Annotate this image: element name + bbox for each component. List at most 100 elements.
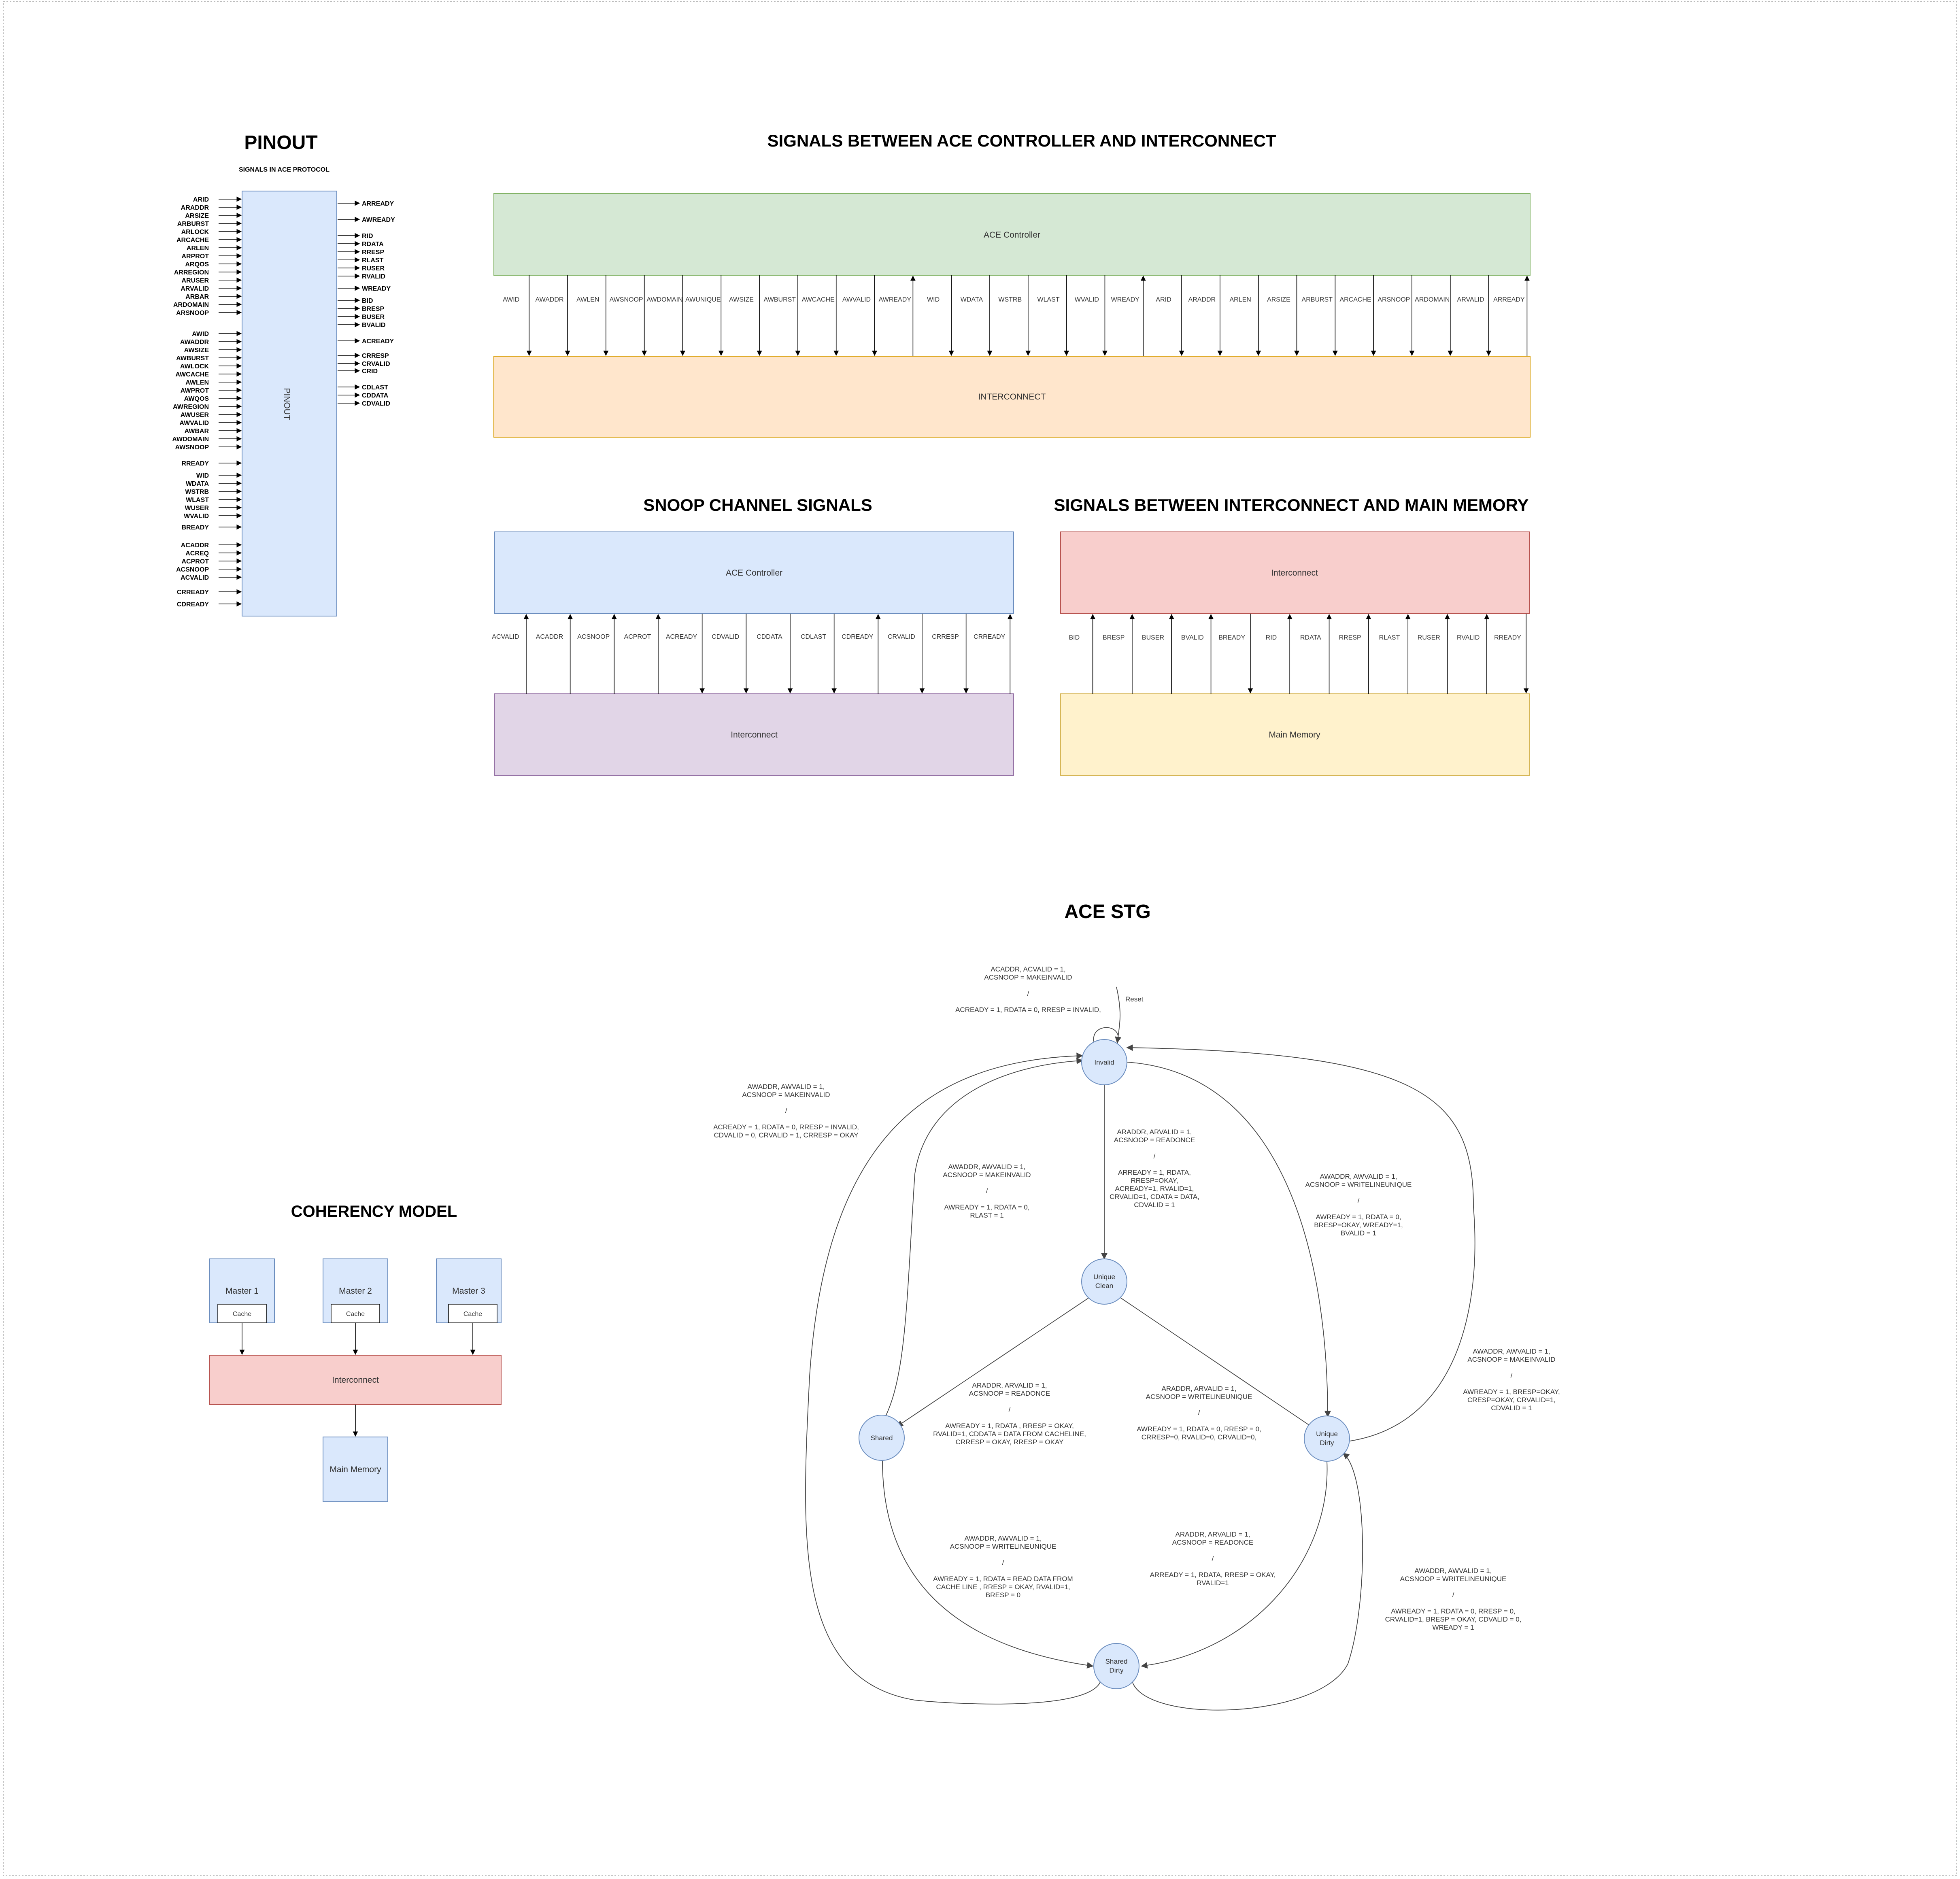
pinout-inputs: ARIDARADDRARSIZEARBURSTARLOCKARCACHEARLE… (172, 196, 242, 608)
transition-line: ACSNOOP = MAKEINVALID (943, 1171, 1031, 1179)
pin-in-awprot: AWPROT (181, 387, 209, 394)
ace_ic-signal-awlen: AWLEN (576, 296, 599, 303)
mem-interconnect-box[interactable] (1060, 531, 1530, 614)
pin-in-awvalid: AWVALID (179, 420, 209, 427)
pin-out-bresp: BRESP (362, 306, 384, 312)
transition-line: ACSNOOP = MAKEINVALID (742, 1091, 830, 1099)
transition-line: ACSNOOP = WRITELINEUNIQUE (950, 1543, 1057, 1550)
edge-unique-dirty-to-invalid (1126, 1044, 1475, 1441)
snoop-title: SNOOP CHANNEL SIGNALS (643, 495, 872, 514)
state-unique-clean[interactable] (1081, 1258, 1127, 1305)
ic_mem-signal-bid: BID (1069, 634, 1080, 641)
snoop-interconnect-box[interactable] (494, 693, 1014, 776)
pin-out-awready: AWREADY (362, 217, 395, 223)
ic_mem-signal-rresp: RRESP (1339, 634, 1361, 641)
pin-in-arqos: ARQOS (185, 261, 209, 268)
transition-line (986, 1195, 988, 1203)
transition-line: AWADDR, AWVALID = 1, (965, 1535, 1042, 1542)
ace-controller-box[interactable] (493, 193, 1531, 276)
coherency-interconnect-box[interactable] (209, 1355, 502, 1405)
coherency-title: COHERENCY MODEL (291, 1203, 457, 1220)
master-2-label: Master 2 (339, 1286, 372, 1296)
snoop-signal-crready: CRREADY (974, 633, 1006, 640)
pinout-block[interactable] (242, 191, 337, 616)
transition-line: AWREADY = 1, RDATA = 0, RRESP = 0, (1391, 1607, 1516, 1615)
edge-shared-to-shared-dirty (882, 1460, 1094, 1669)
state-shared-dirty[interactable] (1093, 1643, 1139, 1689)
transition-line (1027, 998, 1029, 1005)
transition-line: AWREADY = 1, RDATA = READ DATA FROM (933, 1575, 1073, 1583)
master-2-cache[interactable] (331, 1304, 380, 1323)
interconnect-label: INTERCONNECT (978, 392, 1046, 402)
state-invalid[interactable] (1081, 1039, 1127, 1085)
pinout-section: PINOUT SIGNALS IN ACE PROTOCOL PINOUT AR… (172, 132, 395, 616)
pin-out-rlast: RLAST (362, 257, 384, 264)
transition-line: AWREADY = 1, RDATA , RRESP = OKAY, (945, 1422, 1074, 1430)
transition-label-invalid-uc: ARADDR, ARVALID = 1,ACSNOOP = READONCE /… (1110, 1128, 1199, 1209)
ace_ic-signal-arsize: ARSIZE (1267, 296, 1290, 303)
ace_ic-signal-awdomain: AWDOMAIN (646, 296, 682, 303)
state-unique-dirty-line2: Dirty (1320, 1439, 1334, 1447)
ace_ic-signal-arid: ARID (1156, 296, 1171, 303)
transition-line: BVALID = 1 (1341, 1229, 1376, 1237)
ic-mem-title: SIGNALS BETWEEN INTERCONNECT AND MAIN ME… (1054, 495, 1529, 514)
snoop-signal-cdready: CDREADY (842, 633, 874, 640)
transition-line: AWADDR, AWVALID = 1, (948, 1163, 1026, 1171)
main-memory-label: Main Memory (1269, 730, 1320, 740)
transition-line: CRRESP = OKAY, RRESP = OKAY (956, 1438, 1064, 1446)
ace_ic-signal-arlen: ARLEN (1229, 296, 1251, 303)
pin-in-arbar: ARBAR (185, 293, 209, 300)
transition-line: ACSNOOP = WRITELINEUNIQUE (1305, 1181, 1412, 1188)
transition-line (1452, 1599, 1454, 1607)
coherency-main-memory-box[interactable] (323, 1437, 388, 1502)
pin-in-awsize: AWSIZE (184, 347, 209, 354)
transition-line: CRVALID=1, BRESP = OKAY, CDVALID = 0, (1385, 1615, 1522, 1623)
transition-line: RRESP=OKAY, (1131, 1177, 1178, 1184)
ic-memory-section: SIGNALS BETWEEN INTERCONNECT AND MAIN ME… (1054, 495, 1530, 776)
ic_mem-signal-rvalid: RVALID (1457, 634, 1480, 641)
transition-line (1002, 1567, 1004, 1575)
edge-shared-dirty-to-unique-dirty (1131, 1452, 1363, 1711)
snoop-signal-acsnoop: ACSNOOP (577, 633, 610, 640)
pinout-block-label: PINOUT (282, 388, 291, 420)
pin-out-cddata: CDDATA (362, 392, 389, 399)
transition-line: ARADDR, ARVALID = 1, (972, 1382, 1047, 1389)
transition-line: ACSNOOP = READONCE (1114, 1136, 1195, 1144)
pin-in-awburst: AWBURST (176, 355, 209, 362)
snoop-signal-acaddr: ACADDR (536, 633, 563, 640)
transition-line: ACSNOOP = MAKEINVALID (1467, 1356, 1555, 1363)
ace-controller-label: ACE Controller (984, 230, 1040, 240)
transition-line: CRRESP=0, RVALID=0, CRVALID=0, (1142, 1433, 1257, 1441)
pin-out-rdata: RDATA (362, 241, 384, 248)
transition-line: ACSNOOP = WRITELINEUNIQUE (1146, 1393, 1252, 1401)
pin-in-arlen: ARLEN (187, 245, 209, 252)
interconnect-box[interactable] (493, 356, 1531, 438)
transition-line: RVALID=1, CDDATA = DATA FROM CACHELINE, (933, 1430, 1086, 1438)
ic_mem-signal-bvalid: BVALID (1181, 634, 1204, 641)
coherency-section: COHERENCY MODEL Master 1 Cache Master 2 … (209, 1203, 502, 1502)
transition-line (1154, 1144, 1156, 1152)
transition-line (1198, 1417, 1200, 1425)
master-1-cache[interactable] (217, 1304, 267, 1323)
state-unique-dirty[interactable] (1304, 1416, 1350, 1462)
ace_ic-signal-awid: AWID (503, 296, 519, 303)
transition-line: ARADDR, ARVALID = 1, (1175, 1530, 1250, 1538)
transition-line (1027, 982, 1029, 989)
snoop-section: SNOOP CHANNEL SIGNALS ACE Controller Int… (492, 495, 1014, 776)
reset-arrow (1115, 986, 1122, 1044)
main-memory-box[interactable] (1060, 693, 1530, 776)
snoop-ace-controller-box[interactable] (494, 531, 1014, 614)
snoop-signal-crresp: CRRESP (932, 633, 959, 640)
pin-in-awaddr: AWADDR (180, 339, 209, 346)
pin-in-wuser: WUSER (185, 505, 209, 512)
pin-in-awqos: AWQOS (184, 395, 209, 402)
transition-line: AWREADY = 1, RDATA = 0, RRESP = 0, (1137, 1425, 1261, 1433)
transition-line: ARADDR, ARVALID = 1, (1117, 1128, 1192, 1136)
master-3-cache[interactable] (448, 1304, 497, 1323)
state-shared-dirty-line2: Dirty (1110, 1666, 1124, 1674)
state-shared[interactable] (859, 1415, 905, 1461)
pin-in-araddr: ARADDR (181, 204, 209, 211)
pinout-title: PINOUT (244, 132, 317, 153)
transition-label-uc-shared: ARADDR, ARVALID = 1,ACSNOOP = READONCE /… (933, 1382, 1086, 1446)
